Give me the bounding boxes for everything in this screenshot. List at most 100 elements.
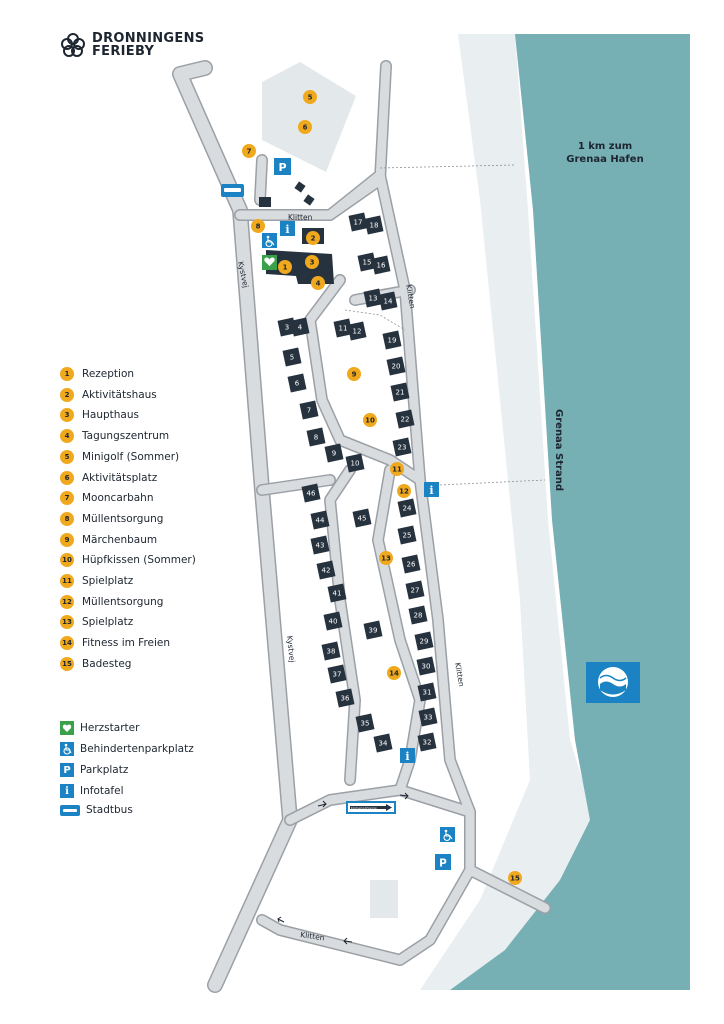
house-number: 45 [358,515,367,523]
house-19: 19 [382,330,402,350]
road-kystvej [172,60,298,993]
legend-label: Spielplatz [82,575,134,587]
legend-number-badge: 4 [60,429,74,444]
house-number: 14 [384,298,393,306]
house-44: 44 [310,510,330,530]
house-9: 9 [324,443,344,463]
marker-7: 7 [242,144,256,158]
marker-number: 15 [510,875,520,883]
shelter-a [294,181,306,193]
marker-number: 9 [352,371,357,379]
marker-number: 2 [311,235,316,243]
bus-icon [60,804,80,816]
marker-9: 9 [347,367,361,381]
house-number: 32 [423,739,432,747]
house-11: 11 [333,318,353,338]
house-41: 41 [327,583,347,603]
house-35: 35 [355,713,375,733]
legend-number-badge: 7 [60,491,74,506]
info-icon: i [400,748,415,763]
marker-4: 4 [311,276,325,290]
house-number: 17 [354,219,363,227]
house-number: 5 [290,354,294,362]
house-31: 31 [417,682,437,702]
legend-label: Stadtbus [86,804,133,816]
marker-number: 8 [256,223,261,231]
house-number: 30 [422,663,431,671]
house-32: 32 [417,732,437,752]
legend-item: 10 Hüpfkissen (Sommer) [60,553,196,568]
sea [450,34,690,990]
house-46: 46 [301,483,321,503]
label-hafen-2: Grenaa Hafen [566,154,643,165]
house-number: 44 [316,517,325,525]
house-8: 8 [306,427,326,447]
legend-label: Müllentsorgung [82,512,164,525]
legend-number-badge: 5 [60,449,74,464]
defibrillator-icon [262,255,277,270]
minigolf-area [262,62,356,172]
house-28: 28 [408,605,428,625]
house-15: 15 [357,252,377,272]
legend-number-badge: 10 [60,553,74,568]
marker-15: 15 [508,871,522,885]
house-23: 23 [392,437,412,457]
marker-12: 12 [397,484,411,498]
legend-label: Aktivitätsplatz [82,471,158,484]
legend-number-badge: 15 [60,656,74,671]
house-number: 33 [424,714,433,722]
legend-label: Müllentsorgung [82,595,164,608]
marker-6: 6 [298,120,312,134]
house-number: 9 [332,450,336,458]
house-number: 22 [401,416,410,424]
house-number: 28 [414,612,423,620]
house-number: 25 [403,532,412,540]
house-40: 40 [323,611,343,631]
legend-number-badge: 13 [60,615,74,630]
house-number: 20 [392,363,401,371]
house-26: 26 [401,554,421,574]
house-7: 7 [299,400,319,420]
legend-number-badge: 14 [60,636,74,651]
wheelchair-icon [60,742,74,756]
blue-flag-icon [586,662,640,703]
legend-number-badge: 12 [60,594,74,609]
wheelchair-icon [440,827,455,842]
house-22: 22 [395,409,415,429]
house-29: 29 [414,631,434,651]
legend-label: Mooncarbahn [82,492,154,505]
house-number: 26 [407,561,416,569]
legend-label: Hüpfkissen (Sommer) [82,554,196,567]
house-number: 6 [295,380,300,388]
house-18: 18 [364,215,384,235]
marker-number: 7 [247,148,252,156]
marker-number: 11 [392,466,402,474]
house-number: 46 [307,490,316,498]
svg-text:P: P [278,161,286,174]
house-4: 4 [290,317,310,337]
house-number: 38 [327,648,336,656]
marker-3: 3 [305,255,319,269]
house-number: 8 [314,434,318,442]
house-number: 21 [396,389,405,397]
house-24: 24 [397,498,417,518]
parking-icon: P [60,763,74,777]
legend-label: Märchenbaum [82,533,158,546]
svg-text:i: i [429,484,433,497]
house-number: 7 [307,407,311,415]
label-klitten-top: Klitten [288,213,313,222]
wheelchair-icon [262,233,277,248]
label-klitten-east2: Klitten [453,662,466,688]
house-number: 18 [370,222,379,230]
marker-2: 2 [306,231,320,245]
